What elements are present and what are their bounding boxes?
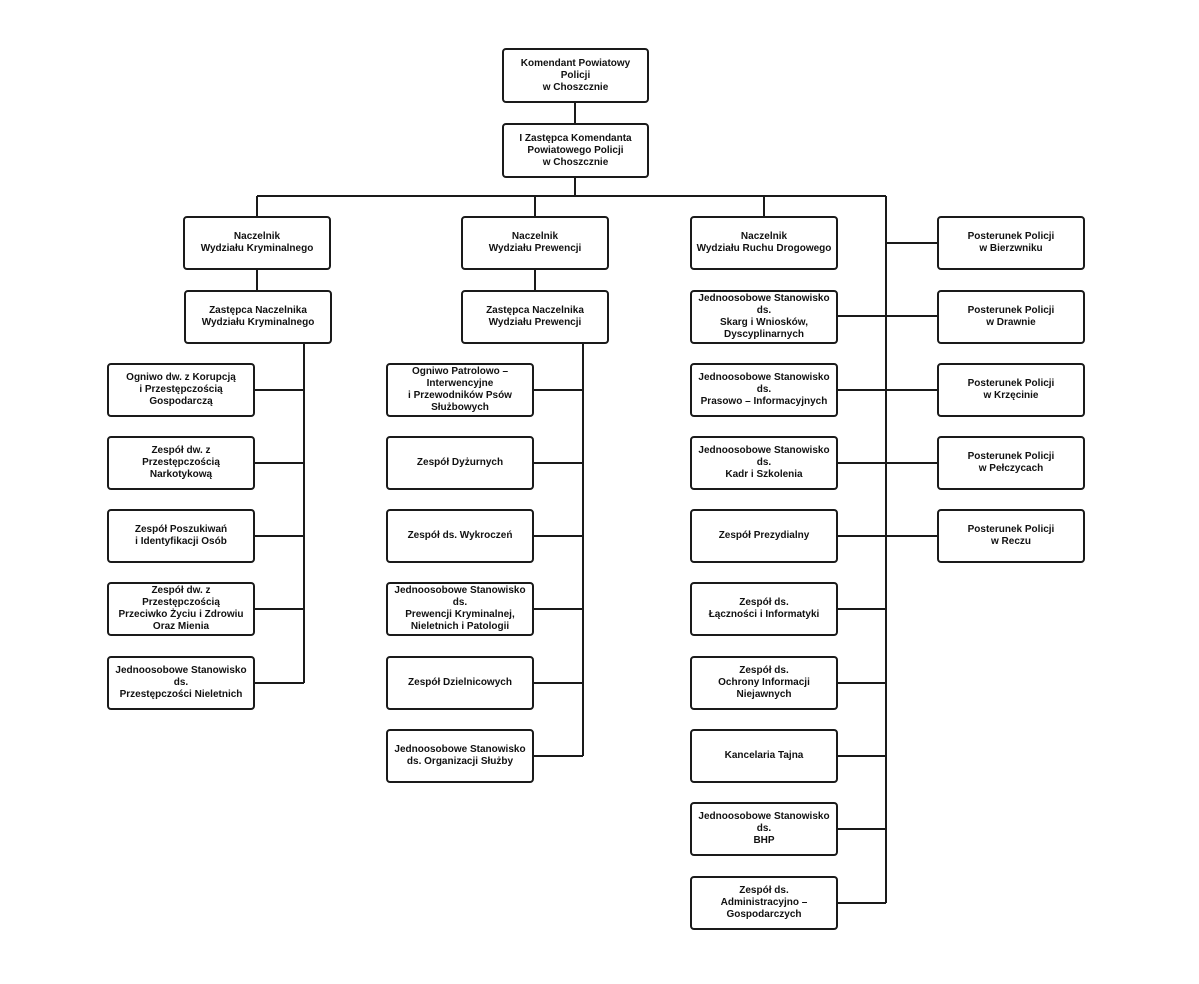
staff-post-box: Jednoosobowe Stanowisko ds. BHP bbox=[690, 802, 838, 856]
police-outpost-box: Posterunek Policji w Pełczycach bbox=[937, 436, 1085, 490]
staff-post-box: Zespół ds. Administracyjno – Gospodarczy… bbox=[690, 876, 838, 930]
criminal-unit-box: Zespół dw. z Przestępczością Narkotykową bbox=[107, 436, 255, 490]
prevention-unit-box: Jednoosobowe Stanowisko ds. Organizacji … bbox=[386, 729, 534, 783]
criminal-deputy-box: Zastępca Naczelnika Wydziału Kryminalneg… bbox=[184, 290, 332, 344]
prevention-unit-box: Jednoosobowe Stanowisko ds. Prewencji Kr… bbox=[386, 582, 534, 636]
staff-post-box: Zespół ds. Ochrony Informacji Niejawnych bbox=[690, 656, 838, 710]
staff-post-box: Zespół Prezydialny bbox=[690, 509, 838, 563]
prevention-deputy-box: Zastępca Naczelnika Wydziału Prewencji bbox=[461, 290, 609, 344]
prevention-unit-box: Zespół Dyżurnych bbox=[386, 436, 534, 490]
police-outpost-box: Posterunek Policji w Krzęcinie bbox=[937, 363, 1085, 417]
traffic-head-box: Naczelnik Wydziału Ruchu Drogowego bbox=[690, 216, 838, 270]
police-outpost-box: Posterunek Policji w Reczu bbox=[937, 509, 1085, 563]
prevention-unit-box: Zespół Dzielnicowych bbox=[386, 656, 534, 710]
staff-post-box: Jednoosobowe Stanowisko ds. Skarg i Wnio… bbox=[690, 290, 838, 344]
police-outpost-box: Posterunek Policji w Drawnie bbox=[937, 290, 1085, 344]
prevention-unit-box: Ogniwo Patrolowo – Interwencyjne i Przew… bbox=[386, 363, 534, 417]
criminal-head-box: Naczelnik Wydziału Kryminalnego bbox=[183, 216, 331, 270]
commander-box: Komendant Powiatowy Policji w Choszcznie bbox=[502, 48, 649, 103]
criminal-unit-box: Ogniwo dw. z Korupcją i Przestępczością … bbox=[107, 363, 255, 417]
deputy-commander-box: I Zastępca Komendanta Powiatowego Policj… bbox=[502, 123, 649, 178]
staff-post-box: Zespół ds. Łączności i Informatyki bbox=[690, 582, 838, 636]
criminal-unit-box: Zespół Poszukiwań i Identyfikacji Osób bbox=[107, 509, 255, 563]
prevention-unit-box: Zespół ds. Wykroczeń bbox=[386, 509, 534, 563]
criminal-unit-box: Zespół dw. z Przestępczością Przeciwko Ż… bbox=[107, 582, 255, 636]
staff-post-box: Jednoosobowe Stanowisko ds. Prasowo – In… bbox=[690, 363, 838, 417]
staff-post-box: Kancelaria Tajna bbox=[690, 729, 838, 783]
criminal-unit-box: Jednoosobowe Stanowisko ds. Przestępczoś… bbox=[107, 656, 255, 710]
prevention-head-box: Naczelnik Wydziału Prewencji bbox=[461, 216, 609, 270]
police-outpost-box: Posterunek Policji w Bierzwniku bbox=[937, 216, 1085, 270]
staff-post-box: Jednoosobowe Stanowisko ds. Kadr i Szkol… bbox=[690, 436, 838, 490]
